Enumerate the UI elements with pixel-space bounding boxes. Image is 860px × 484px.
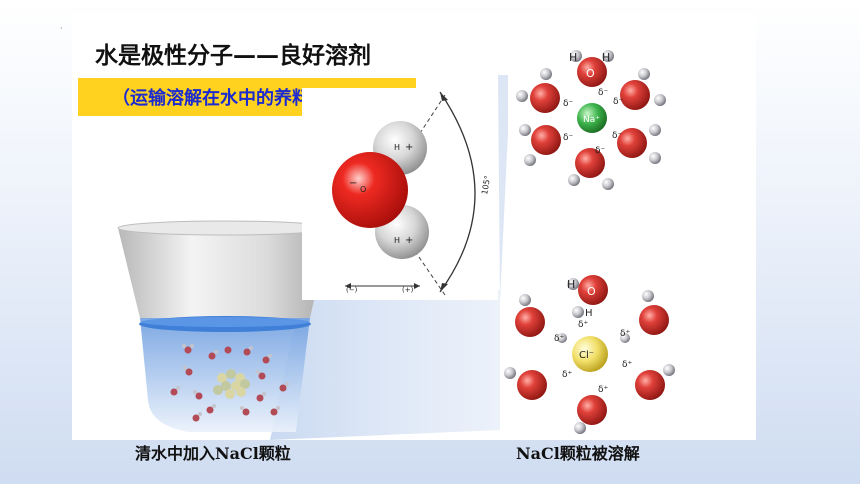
chloride-ion — [572, 336, 608, 372]
na-h-right: H — [602, 51, 610, 64]
dissolving-particles — [170, 344, 289, 422]
delta-na-2: δ⁻ — [613, 97, 624, 107]
cl-water-o: O — [587, 285, 596, 298]
big-oxygen-atom — [332, 152, 408, 228]
delta-cl-6: δ⁺ — [598, 385, 609, 395]
water-molecules-around-na — [516, 50, 666, 190]
dipole-minus-label: (−) — [346, 286, 358, 294]
na-water-o: O — [586, 67, 595, 80]
delta-na-5: δ⁻ — [598, 88, 609, 98]
angle-label: 105° — [480, 175, 492, 196]
delta-cl-3: δ⁺ — [620, 329, 631, 339]
chloride-solvation-diagram — [504, 275, 675, 434]
delta-na-6: δ⁻ — [595, 146, 606, 156]
delta-na-1: δ⁻ — [563, 99, 574, 109]
caption-right: NaCl颗粒被溶解 — [516, 444, 640, 463]
na-h-left: H — [569, 51, 577, 64]
cl-h-left: H — [567, 278, 575, 291]
big-h-plus-top: + — [405, 142, 413, 153]
zoom-beam-upper — [498, 75, 508, 300]
nacl-crystal — [213, 369, 250, 399]
delta-cl-4: δ⁺ — [562, 370, 573, 380]
dipole-plus-label: (+) — [402, 286, 414, 294]
delta-na-4: δ⁻ — [612, 131, 623, 141]
sodium-ion — [577, 103, 607, 133]
delta-na-3: δ⁻ — [563, 133, 574, 143]
delta-cl-5: δ⁺ — [622, 360, 633, 370]
delta-cl-2: δ⁺ — [554, 334, 565, 344]
cl-h-below: H — [585, 308, 593, 319]
big-o-label: O — [360, 185, 366, 194]
water-molecule-diagram — [302, 88, 498, 300]
big-o-minus: − — [349, 178, 357, 189]
sodium-label: Na⁺ — [583, 115, 600, 125]
big-h-label-bottom: H — [394, 236, 400, 245]
beaker — [117, 220, 331, 432]
chloride-label: Cl⁻ — [579, 350, 594, 361]
big-h-plus-bottom: + — [405, 235, 413, 246]
caption-left: 清水中加入NaCl颗粒 — [135, 444, 291, 463]
slide-title: 水是极性分子——良好溶剂 — [95, 43, 371, 69]
corner-mark: · — [60, 24, 63, 33]
big-h-label-top: H — [394, 143, 400, 152]
delta-cl-1: δ⁺ — [578, 320, 589, 330]
sodium-solvation-diagram — [516, 50, 666, 190]
zoom-beam-lower — [270, 290, 500, 440]
